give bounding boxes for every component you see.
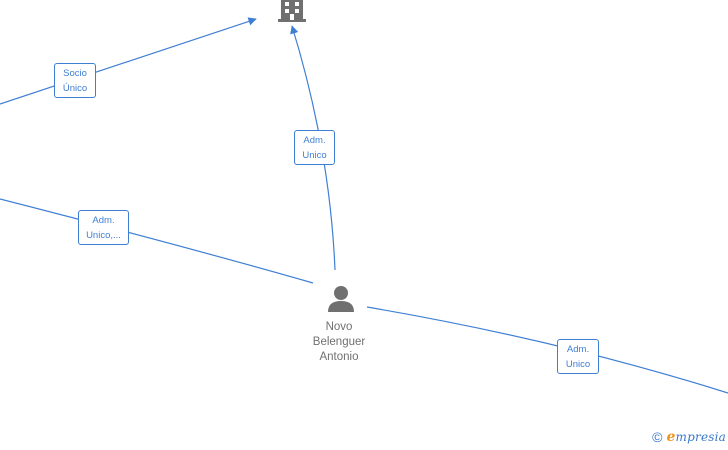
edge-label-line: Adm. bbox=[303, 135, 326, 146]
brand-logo-e: e bbox=[666, 429, 676, 445]
edge-label-line: Unico bbox=[565, 359, 591, 370]
person-name-line-3: Antonio bbox=[319, 351, 359, 363]
person-name-line-1: Novo bbox=[325, 321, 353, 333]
edge-label-line: Adm. bbox=[92, 215, 115, 226]
person-icon[interactable] bbox=[326, 284, 356, 314]
edge-adm-unico-right bbox=[366, 306, 728, 394]
edge-label-adm-unico-top[interactable]: Adm. Unico bbox=[294, 130, 335, 165]
edge-label-line: Unico bbox=[302, 150, 327, 161]
edge-label-line: Único bbox=[62, 83, 88, 94]
building-icon[interactable] bbox=[276, 0, 308, 22]
edge-adm-unico-left bbox=[0, 198, 314, 284]
edge-label-socio-unico[interactable]: Socio Único bbox=[54, 63, 96, 98]
brand-logo: empresia bbox=[666, 429, 726, 445]
person-name[interactable]: Novo Belenguer Antonio bbox=[294, 320, 384, 365]
copyright-symbol: © bbox=[652, 429, 663, 445]
person-name-line-2: Belenguer bbox=[312, 336, 366, 348]
edge-label-line: Adm. bbox=[566, 344, 590, 355]
edge-socio-unico bbox=[0, 17, 257, 105]
watermark: © empresia bbox=[652, 429, 726, 445]
edge-label-adm-unico-left[interactable]: Adm. Unico,... bbox=[78, 210, 129, 245]
brand-logo-rest: mpresia bbox=[675, 430, 726, 444]
edge-label-adm-unico-right[interactable]: Adm. Unico bbox=[557, 339, 599, 374]
edge-label-line: Unico,... bbox=[86, 230, 121, 241]
edge-label-line: Socio bbox=[63, 68, 87, 79]
